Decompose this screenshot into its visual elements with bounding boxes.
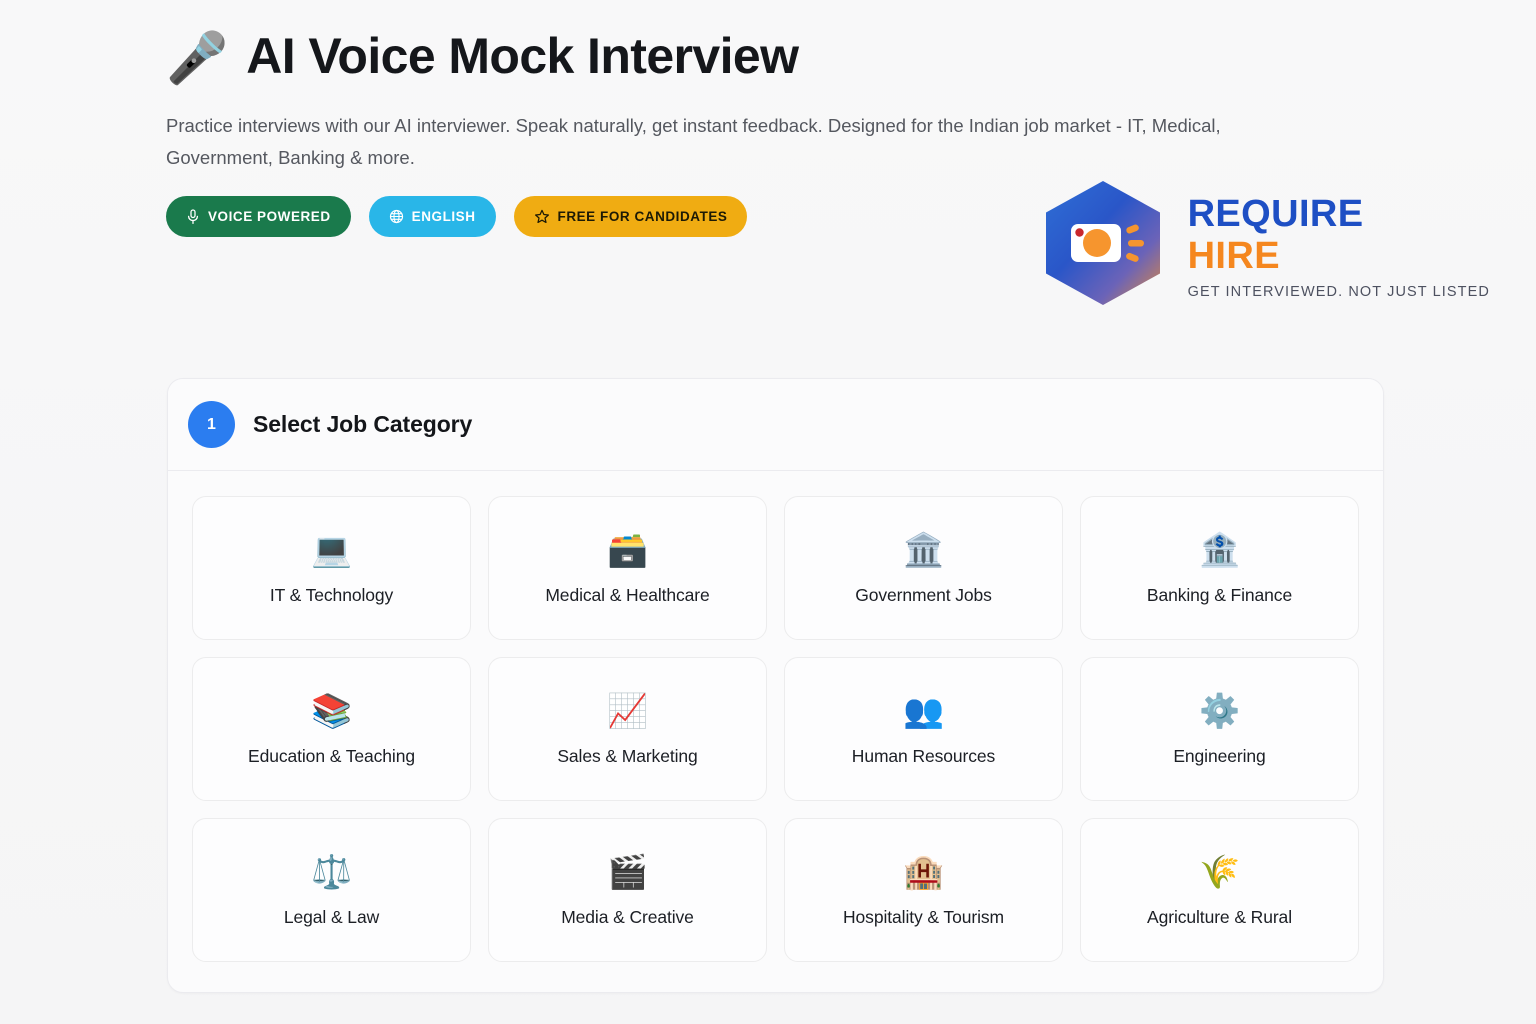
category-label: Agriculture & Rural <box>1147 906 1292 927</box>
badge-voice-powered-label: VOICE POWERED <box>208 209 331 224</box>
hero-section: 🎤 AI Voice Mock Interview Practice inter… <box>166 18 1396 237</box>
category-label: Human Resources <box>851 745 996 766</box>
job-category-panel: 1 Select Job Category 💻 IT & Technology … <box>167 378 1384 993</box>
medical-file-emoji-icon: 🗃️ <box>606 531 649 568</box>
category-label: Sales & Marketing <box>557 745 698 766</box>
brand-wordmark: REQUIRE HIRE GET INTERVIEWED. NOT JUST L… <box>1188 187 1490 300</box>
hotel-emoji-icon: 🏨 <box>902 853 945 890</box>
clapper-board-emoji-icon: 🎬 <box>606 853 649 890</box>
category-card-education-teaching[interactable]: 📚 Education & Teaching <box>192 657 471 801</box>
category-card-banking-finance[interactable]: 🏦 Banking & Finance <box>1080 496 1359 640</box>
category-label: Media & Creative <box>561 906 694 927</box>
category-card-agriculture-rural[interactable]: 🌾 Agriculture & Rural <box>1080 818 1359 962</box>
category-label: Legal & Law <box>283 906 380 927</box>
category-label: Government Jobs <box>855 584 992 605</box>
category-label: Education & Teaching <box>248 745 415 766</box>
category-card-it-technology[interactable]: 💻 IT & Technology <box>192 496 471 640</box>
brand-name-require: REQUIRE <box>1187 192 1364 235</box>
badge-free-label: FREE FOR CANDIDATES <box>557 209 728 224</box>
category-label: Banking & Finance <box>1146 584 1293 605</box>
gear-emoji-icon: ⚙️ <box>1198 692 1241 729</box>
category-card-engineering[interactable]: ⚙️ Engineering <box>1080 657 1359 801</box>
category-label: Hospitality & Tourism <box>843 906 1004 927</box>
category-card-medical-healthcare[interactable]: 🗃️ Medical & Healthcare <box>488 496 767 640</box>
step-number-badge: 1 <box>188 401 235 448</box>
laptop-emoji-icon: 💻 <box>310 531 353 568</box>
books-emoji-icon: 📚 <box>310 692 353 729</box>
category-card-hospitality-tourism[interactable]: 🏨 Hospitality & Tourism <box>784 818 1063 962</box>
page-subtitle: Practice interviews with our AI intervie… <box>166 115 1221 168</box>
page-title-text: AI Voice Mock Interview <box>246 28 799 84</box>
category-label: IT & Technology <box>269 584 394 605</box>
globe-icon <box>389 209 404 224</box>
brand-tagline: GET INTERVIEWED. NOT JUST LISTED <box>1187 283 1490 300</box>
brand-name-hire: HIRE <box>1187 234 1280 277</box>
badge-english-label: ENGLISH <box>411 209 476 224</box>
hexagon-camera-logo-icon <box>1036 176 1170 310</box>
busts-in-silhouette-emoji-icon: 👥 <box>902 692 945 729</box>
category-card-government-jobs[interactable]: 🏛️ Government Jobs <box>784 496 1063 640</box>
category-card-human-resources[interactable]: 👥 Human Resources <box>784 657 1063 801</box>
microphone-emoji: 🎤 <box>166 30 229 86</box>
category-card-legal-law[interactable]: ⚖️ Legal & Law <box>192 818 471 962</box>
brand-logo: REQUIRE HIRE GET INTERVIEWED. NOT JUST L… <box>1036 176 1490 310</box>
sheaf-of-rice-emoji-icon: 🌾 <box>1198 853 1241 890</box>
balance-scale-emoji-icon: ⚖️ <box>310 853 353 890</box>
badge-list: VOICE POWERED ENGLISH <box>166 196 1396 237</box>
badge-voice-powered[interactable]: VOICE POWERED <box>166 196 351 237</box>
category-card-sales-marketing[interactable]: 📈 Sales & Marketing <box>488 657 767 801</box>
panel-header: 1 Select Job Category <box>168 379 1383 471</box>
badge-free-for-candidates[interactable]: FREE FOR CANDIDATES <box>513 196 748 237</box>
panel-title: Select Job Category <box>253 411 473 437</box>
chart-increasing-emoji-icon: 📈 <box>606 692 649 729</box>
star-icon <box>534 209 550 225</box>
category-label: Medical & Healthcare <box>545 584 710 605</box>
page-title: 🎤 AI Voice Mock Interview <box>166 18 1396 94</box>
microphone-icon <box>186 208 200 225</box>
bank-emoji-icon: 🏦 <box>1198 531 1241 568</box>
job-category-grid: 💻 IT & Technology 🗃️ Medical & Healthcar… <box>168 471 1383 992</box>
classical-building-emoji-icon: 🏛️ <box>902 531 945 568</box>
badge-english[interactable]: ENGLISH <box>368 196 496 237</box>
category-label: Engineering <box>1173 745 1266 766</box>
category-card-media-creative[interactable]: 🎬 Media & Creative <box>488 818 767 962</box>
